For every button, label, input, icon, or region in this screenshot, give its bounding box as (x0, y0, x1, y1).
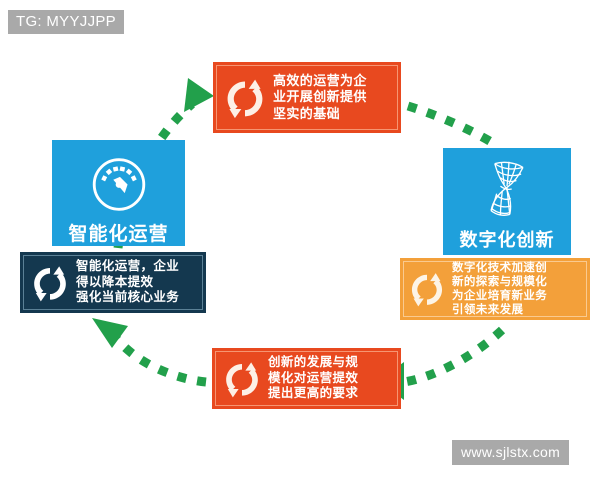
text-line: 新的探索与规模化 (452, 275, 548, 288)
text-line: 提出更高的要求 (268, 386, 359, 401)
statement-box-bottom-text: 创新的发展与规 模化对运营提效 提出更高的要求 (262, 355, 401, 402)
text-line: 坚实的基础 (273, 105, 341, 121)
statement-box-left-text: 智能化运营，企业 得以降本提效 强化当前核心业务 (70, 259, 206, 306)
card-intelligent-operations[interactable]: 智能化运营 (52, 140, 185, 246)
connector-bottom-box-to-left-box (112, 335, 207, 387)
text-line: 创新的发展与规 (268, 355, 359, 370)
text-line: 得以降本提效 (76, 274, 154, 289)
statement-box-top[interactable]: 高效的运营为企 业开展创新提供 坚实的基础 (213, 62, 401, 133)
wireframe-mesh-icon (490, 161, 524, 216)
statement-box-right[interactable]: 数字化技术加速创 新的探索与规模化 为企业培育新业务 引领未来发展 (400, 258, 590, 320)
card-label-intelligent-operations: 智能化运营 (68, 224, 169, 245)
statement-box-left[interactable]: 智能化运营，企业 得以降本提效 强化当前核心业务 (20, 252, 206, 313)
gauge-icon (92, 158, 145, 211)
statement-box-top-text: 高效的运营为企 业开展创新提供 坚实的基础 (267, 73, 401, 123)
connector-top-box-to-right-card (406, 101, 501, 150)
cycle-icon (34, 265, 66, 301)
text-line: 模化对运营提效 (268, 370, 359, 385)
cycle-icon (226, 361, 258, 397)
text-line: 智能化运营，企业 (76, 259, 180, 274)
card-digital-innovation[interactable]: 数字化创新 (443, 148, 571, 255)
statement-box-bottom[interactable]: 创新的发展与规 模化对运营提效 提出更高的要求 (212, 348, 401, 409)
text-line: 为企业培育新业务 (452, 290, 548, 302)
watermark-top-left: TG: MYYJJPP (8, 10, 124, 35)
statement-box-right-text: 数字化技术加速创 新的探索与规模化 为企业培育新业务 引领未来发展 (446, 261, 590, 317)
arrowhead-to-left-box (92, 318, 128, 348)
cycle-icon (411, 273, 443, 307)
cycle-icon (227, 79, 263, 118)
watermark-bottom-right: www.sjlstx.com (452, 440, 570, 466)
text-line: 引领未来发展 (452, 304, 524, 317)
text-line: 强化当前核心业务 (76, 290, 180, 305)
card-label-digital-innovation: 数字化创新 (459, 230, 555, 250)
connector-right-box-to-bottom-box (403, 326, 506, 387)
arrowhead-to-top-box (184, 78, 214, 112)
text-line: 高效的运营为企 (273, 72, 367, 88)
text-line: 数字化技术加速创 (452, 261, 548, 274)
text-line: 业开展创新提供 (273, 89, 367, 105)
